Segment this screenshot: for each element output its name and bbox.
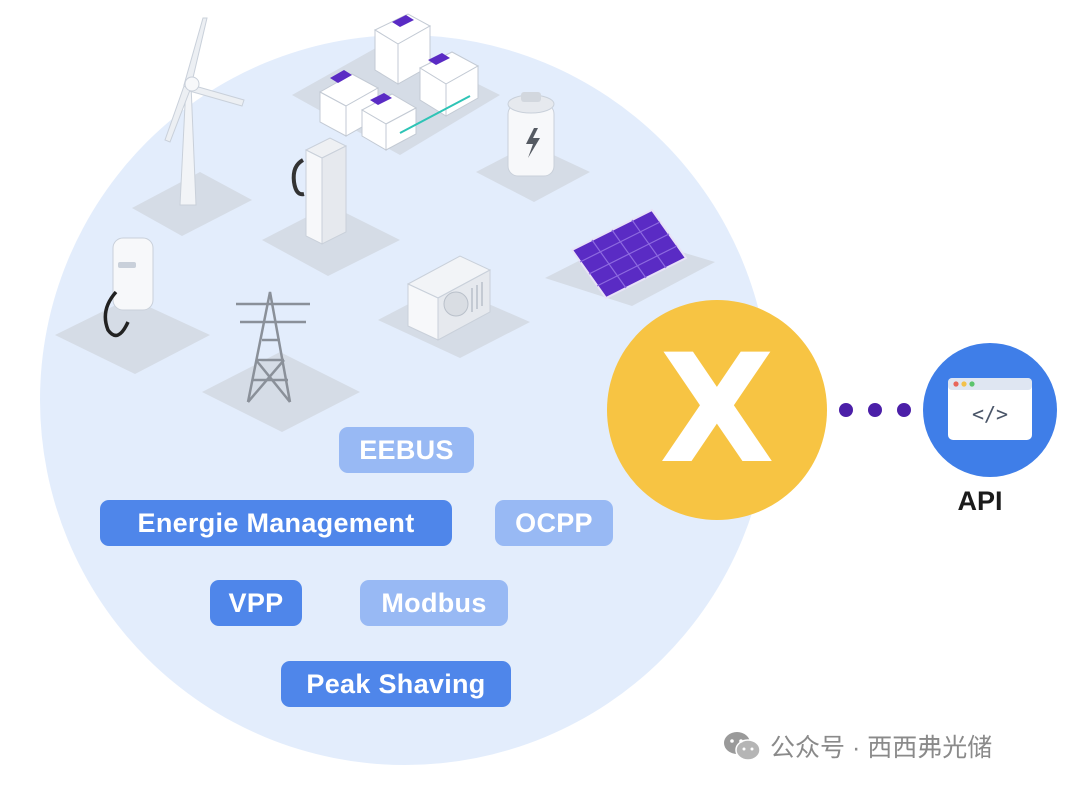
- hub-circle: [607, 300, 827, 520]
- tag-peak-shaving: Peak Shaving: [281, 661, 511, 707]
- heat-pump-icon: [378, 255, 530, 358]
- watermark-text: 公众号 · 西西弗光储: [770, 734, 993, 762]
- charging-pillar-icon: [262, 137, 400, 276]
- houses-icon: [292, 13, 500, 155]
- power-pylon-icon: [202, 291, 360, 432]
- tag-energie-management: Energie Management: [100, 500, 452, 546]
- wind-turbine-icon: [132, 17, 252, 236]
- tag-ocpp: OCPP: [495, 500, 613, 546]
- browser-code-icon: [948, 378, 1032, 440]
- watermark: 公众号 · 西西弗光储: [722, 728, 992, 764]
- connection-dots: [839, 403, 911, 417]
- tag-vpp: VPP: [210, 580, 302, 626]
- wechat-icon: [724, 732, 761, 761]
- wallbox-icon: [55, 237, 210, 374]
- hub-logo-letter: X: [659, 323, 775, 497]
- api-label: API: [957, 486, 1003, 516]
- solar-panel-icon: [545, 208, 715, 306]
- tag-modbus: Modbus: [360, 580, 508, 626]
- api-code-glyph: </>: [972, 402, 1008, 426]
- tag-eebus: EEBUS: [339, 427, 474, 473]
- api-node: </>: [923, 343, 1057, 477]
- battery-icon: [476, 92, 590, 202]
